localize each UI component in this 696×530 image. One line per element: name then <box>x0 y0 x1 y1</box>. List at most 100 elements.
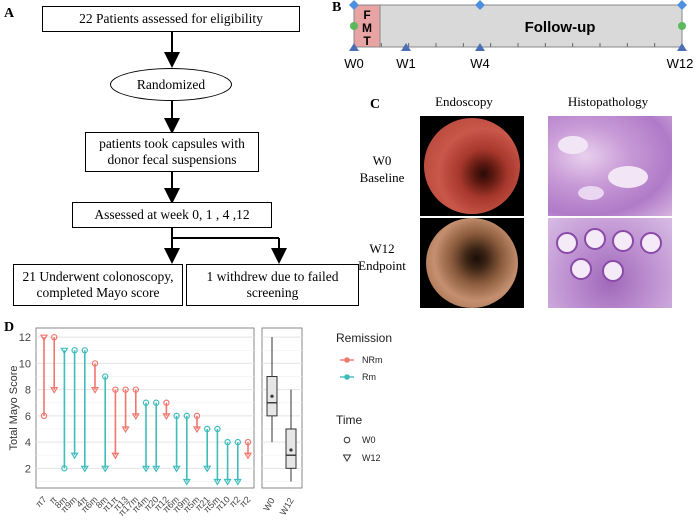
dot-marker-w0 <box>350 22 358 30</box>
w0-point <box>122 386 129 393</box>
assessed-box: Assessed at week 0, 1 , 4 ,12 <box>72 202 272 228</box>
mayo-score-figure: 2 4 6 8 10 12 π7π8mπ9m4ππ6m8mπ1ππ13π17mπ4mπ20… <box>8 327 392 518</box>
histopathology-image-endpoint <box>548 218 672 308</box>
dot-marker-w12 <box>678 22 686 30</box>
w0-point <box>142 399 150 406</box>
y-tick-label: 8 <box>25 385 31 397</box>
dumbbell-y-ticks: 2 4 6 8 10 12 <box>19 332 31 475</box>
randomized-ellipse: Randomized <box>110 68 232 101</box>
capsules-text-2: donor fecal suspensions <box>107 152 237 167</box>
dumbbell-plot-panel <box>35 327 255 489</box>
fmt-letter-m: M <box>362 21 372 35</box>
legend-nrm-dot <box>344 357 350 363</box>
w12-point <box>60 347 69 355</box>
w0-point <box>40 412 48 420</box>
capsules-box: patients took capsules with donor fecal … <box>85 132 259 172</box>
tick-label-w0: W0 <box>344 56 364 71</box>
w0-point <box>224 438 231 446</box>
w0-point <box>173 412 180 420</box>
w0-point <box>244 438 252 446</box>
w0-point <box>183 412 190 420</box>
w0-point <box>132 386 139 393</box>
tick-label-w12: W12 <box>667 56 694 71</box>
w12-point <box>50 387 59 394</box>
w12-point <box>80 465 89 473</box>
w12-point <box>213 478 222 486</box>
legend-rm-dot <box>344 374 350 380</box>
colonoscopy-text-1: 21 Underwent colonoscopy, <box>22 269 174 284</box>
timeline-diagram: F M T Follow-up W0 W1 W4 W12 <box>344 0 694 71</box>
y-tick-label: 12 <box>19 332 31 344</box>
triangle-marker-w0 <box>349 43 359 51</box>
eligibility-box: 22 Patients assessed for eligibility <box>42 6 300 32</box>
w12-point <box>141 465 151 473</box>
box-mean <box>270 394 274 398</box>
row-label-baseline-1: W0 <box>372 153 392 168</box>
legend-remission-title: Remission <box>336 331 392 345</box>
w0-point <box>51 333 58 341</box>
w12-point <box>39 334 49 342</box>
tick-label-w1: W1 <box>396 56 416 71</box>
legend-rm-label: Rm <box>362 372 376 382</box>
w0-point <box>81 347 89 354</box>
w12-point <box>203 465 212 473</box>
w0-point <box>101 373 109 380</box>
timeline-minor-ticks <box>353 43 683 47</box>
tick-label-w4: W4 <box>470 56 490 71</box>
colonoscopy-text-2: completed Mayo score <box>36 285 160 300</box>
w0-point <box>91 360 99 367</box>
w12-point <box>172 465 181 473</box>
withdrew-text-1: 1 withdrew due to failed <box>206 269 339 284</box>
flow-arrows <box>164 32 287 264</box>
y-axis-label: Total Mayo Score <box>8 366 20 451</box>
w12-point <box>223 478 232 486</box>
w12-point <box>243 452 253 460</box>
followup-bar <box>353 4 683 48</box>
w0-point <box>112 386 119 393</box>
row-label-endpoint-2: Endpoint <box>358 258 406 273</box>
x-tick-label: π2 <box>237 494 252 509</box>
diamond-marker-w12 <box>677 0 687 10</box>
diamond-marker-w4 <box>475 0 485 10</box>
diamond-marker-w0 <box>349 0 359 10</box>
row-label-baseline: W0 Baseline <box>352 152 412 186</box>
fmt-letter-t: T <box>363 34 371 48</box>
boxplot-boxes <box>266 337 297 482</box>
dumbbell-x-labels: π7π8mπ9m4ππ6m8mπ1ππ13π17mπ4mπ20π12π6mπ9m… <box>33 494 252 518</box>
w0-point <box>71 347 78 354</box>
y-tick-label: 6 <box>25 411 31 423</box>
w12-point <box>162 413 171 421</box>
randomized-text: Randomized <box>136 76 206 92</box>
y-tick-label: 4 <box>25 437 31 449</box>
dumbbell-segments <box>39 333 253 486</box>
y-tick-label: 10 <box>19 358 31 370</box>
capsules-text-1: patients took capsules with <box>99 136 245 151</box>
triangle-marker-w12 <box>677 43 687 51</box>
w12-point <box>233 478 242 486</box>
withdrew-box: 1 withdrew due to failed screening <box>186 264 359 306</box>
fmt-letter-f: F <box>363 8 370 22</box>
endoscopy-image-endpoint <box>420 218 524 308</box>
row-label-baseline-2: Baseline <box>359 170 405 185</box>
w12-point <box>121 426 130 434</box>
box-x-label: W12 <box>278 496 296 517</box>
w12-point <box>101 465 110 473</box>
y-tick-label: 2 <box>25 463 31 475</box>
col-header-histopathology: Histopathology <box>567 94 649 109</box>
col-header-endoscopy: Endoscopy <box>435 94 493 109</box>
w0-point <box>234 438 241 446</box>
w12-point <box>90 387 100 394</box>
box-x-label: W0 <box>261 496 276 513</box>
w0-point <box>203 425 211 433</box>
w12-point <box>131 413 140 421</box>
legend-w12-symbol <box>342 454 352 462</box>
w0-point <box>152 399 160 406</box>
colonoscopy-box: 21 Underwent colonoscopy, completed Mayo… <box>13 264 183 306</box>
legend-w0-symbol <box>343 436 351 444</box>
w12-point <box>152 465 161 473</box>
dumbbell-gridlines <box>36 336 254 482</box>
endoscopy-image-baseline <box>420 116 524 216</box>
legend-w0-label: W0 <box>362 435 376 445</box>
panel-letter-b: B <box>332 0 342 15</box>
